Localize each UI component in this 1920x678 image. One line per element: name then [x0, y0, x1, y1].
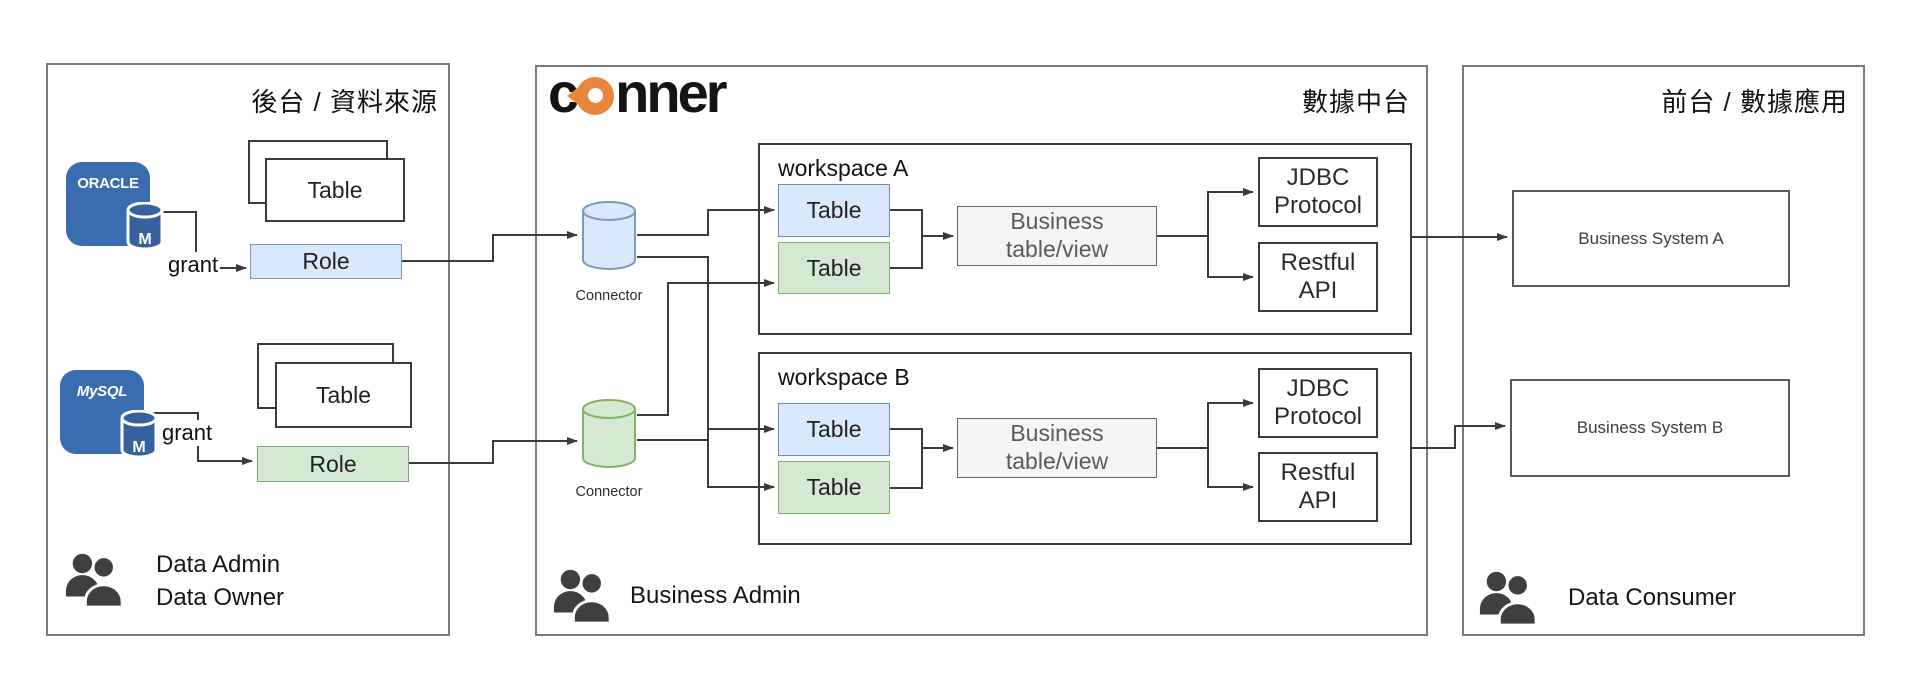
- data-owner-label: Data Owner: [156, 584, 285, 611]
- logo-pin-tail: [567, 85, 581, 106]
- edge-role-blue-to-connector-a: [402, 231, 578, 262]
- connector-b-label: Connector: [575, 484, 643, 500]
- workspace-a-jdbc-line1: JDBC: [1286, 164, 1350, 192]
- workspace-b-business-line2: table/view: [1005, 448, 1109, 474]
- panel-frontend-application: [1462, 65, 1865, 636]
- workspace-a-rest-line2: API: [1298, 277, 1338, 304]
- workspace-a-box: workspace A: [758, 143, 1412, 335]
- business-admin-label: Business Admin: [630, 582, 801, 609]
- conner-logo: c nner: [548, 60, 728, 125]
- edge-oracle-grant-role: [163, 211, 247, 272]
- edge-wsB-blue-merge: [890, 428, 923, 448]
- edge-wsB-to-restful: [1207, 448, 1254, 491]
- edge-wsA-green-merge: [890, 236, 923, 269]
- mysql-cylinder-icon: M: [120, 410, 158, 458]
- workspace-a-restful-box: Restful API: [1258, 242, 1378, 312]
- workspace-b-restful-box: Restful API: [1258, 452, 1378, 522]
- mysql-role-box: Role: [257, 446, 409, 482]
- oracle-label: ORACLE: [77, 175, 139, 192]
- oracle-table-label: Table: [307, 176, 363, 203]
- logo-pin-icon: [567, 76, 615, 115]
- edge-wsA-to-jdbc: [1207, 188, 1254, 236]
- logo-text-nner: nner: [615, 61, 727, 124]
- business-system-b-box: Business System B: [1510, 379, 1790, 477]
- oracle-db-letter: M: [138, 231, 151, 248]
- oracle-database-icon: ORACLE M: [66, 162, 164, 250]
- mysql-table-label: Table: [316, 381, 371, 408]
- mysql-db-letter: M: [132, 439, 145, 456]
- edge-wsB-green-merge: [890, 448, 923, 489]
- workspace-b-business-view-box: Business table/view: [957, 418, 1157, 478]
- oracle-cylinder-icon: M: [126, 202, 164, 250]
- workspace-a-jdbc-box: JDBC Protocol: [1258, 157, 1378, 227]
- edge-connector-a-to-table-a-blue: [637, 206, 775, 236]
- oracle-role-label: Role: [302, 248, 350, 274]
- mysql-table-stack-front: Table: [275, 362, 412, 428]
- left-panel-title: 後台 / 資料來源: [251, 87, 438, 117]
- workspace-a-table-blue-label: Table: [806, 197, 862, 223]
- workspace-b-business-line1: Business: [1010, 420, 1104, 447]
- data-consumer-label: Data Consumer: [1568, 584, 1737, 611]
- workspace-a-table-green: Table: [778, 242, 890, 294]
- workspace-a-title: workspace A: [778, 155, 909, 181]
- mysql-label: MySQL: [76, 383, 128, 400]
- business-system-a-label: Business System A: [1578, 228, 1724, 248]
- connector-a-cylinder-icon: [582, 201, 636, 270]
- workspace-b-jdbc-line1: JDBC: [1286, 375, 1350, 403]
- workspace-a-jdbc-line2: Protocol: [1273, 192, 1363, 219]
- workspace-a-business-line1: Business: [1010, 208, 1104, 235]
- connector-a-label: Connector: [575, 288, 643, 304]
- data-admin-people-icon: [65, 553, 124, 608]
- mysql-grant-label: grant: [160, 420, 215, 446]
- edge-role-green-to-connector-b: [409, 437, 578, 464]
- business-system-a-box: Business System A: [1512, 190, 1790, 287]
- workspace-a-table-green-label: Table: [806, 254, 862, 281]
- business-system-b-label: Business System B: [1576, 418, 1724, 437]
- workspace-b-title: workspace B: [778, 364, 910, 390]
- workspace-a-business-line2: table/view: [1005, 236, 1109, 262]
- business-admin-people-icon: [553, 569, 612, 624]
- workspace-a-rest-line1: Restful: [1280, 249, 1356, 277]
- logo-pin-hole: [588, 87, 604, 103]
- workspace-b-rest-line1: Restful: [1280, 459, 1356, 487]
- workspace-a-business-view-box: Business table/view: [957, 206, 1157, 266]
- workspace-b-table-blue-label: Table: [806, 416, 862, 442]
- workspace-b-table-green-label: Table: [806, 474, 862, 500]
- workspace-b-table-green: Table: [778, 461, 890, 514]
- edge-wsA-to-restful: [1207, 236, 1254, 281]
- right-panel-title: 前台 / 數據應用: [1661, 87, 1848, 117]
- workspace-a-table-blue: Table: [778, 184, 890, 237]
- edge-wsA-blue-merge: [890, 209, 923, 236]
- oracle-role-box: Role: [250, 244, 402, 279]
- oracle-table-stack-front: Table: [265, 158, 405, 222]
- workspace-b-table-blue: Table: [778, 403, 890, 456]
- mysql-database-icon: MySQL M: [60, 370, 158, 458]
- mysql-role-label: Role: [309, 450, 357, 477]
- workspace-b-rest-line2: API: [1298, 487, 1338, 514]
- workspace-b-jdbc-box: JDBC Protocol: [1258, 368, 1378, 438]
- edge-wsB-to-jdbc: [1207, 399, 1254, 448]
- workspace-b-jdbc-line2: Protocol: [1273, 403, 1363, 430]
- edge-connector-b-to-table-a-green: [637, 279, 775, 416]
- edge-connector-a-bus-to-table-b-green: [637, 256, 775, 491]
- data-admin-label: Data Admin: [156, 551, 281, 578]
- edge-wsB-to-system-b: [1412, 422, 1506, 449]
- data-consumer-people-icon: [1479, 571, 1538, 626]
- connector-b-cylinder-icon: [582, 399, 636, 468]
- oracle-grant-label: grant: [166, 252, 221, 278]
- workspace-b-box: workspace B: [758, 352, 1412, 545]
- middle-panel-title: 數據中台: [1301, 87, 1410, 117]
